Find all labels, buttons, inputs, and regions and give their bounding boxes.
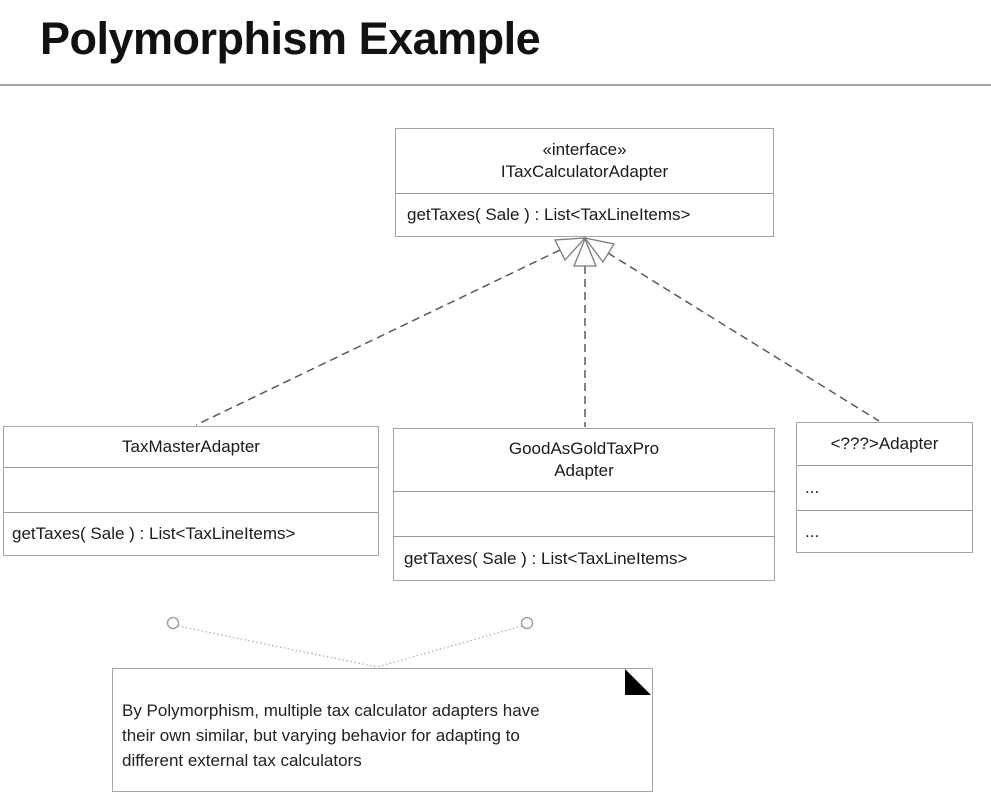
uml-note: By Polymorphism, multiple tax calculator…	[112, 668, 653, 792]
note-text-line: their own similar, but varying behavior …	[122, 726, 520, 745]
class-name-line1: GoodAsGoldTaxPro	[508, 439, 660, 458]
realization-arrowhead-icon	[553, 237, 587, 262]
note-anchor-circle-icon	[166, 616, 180, 630]
interface-stereotype: «interface»	[542, 140, 627, 159]
note-anchor-line-left	[177, 625, 378, 668]
interface-method: getTaxes( Sale ) : List<TaxLineItems>	[407, 205, 691, 224]
class-method: getTaxes( Sale ) : List<TaxLineItems>	[404, 548, 688, 568]
class-name-compartment: GoodAsGoldTaxPro Adapter	[394, 429, 774, 491]
realization-line-taxmasteradapter	[195, 249, 561, 426]
attribute-compartment	[4, 467, 378, 512]
interface-name: ITaxCalculatorAdapter	[500, 162, 669, 181]
title-divider-line	[0, 84, 991, 86]
method-compartment: getTaxes( Sale ) : List<TaxLineItems>	[4, 512, 378, 555]
class-name-compartment: «interface» ITaxCalculatorAdapter	[396, 129, 773, 193]
realization-arrowhead-icon	[573, 237, 597, 267]
class-method: getTaxes( Sale ) : List<TaxLineItems>	[12, 524, 296, 543]
method-compartment: getTaxes( Sale ) : List<TaxLineItems>	[394, 536, 774, 580]
class-name-line2: Adapter	[554, 461, 614, 480]
note-text-line: By Polymorphism, multiple tax calculator…	[122, 701, 540, 720]
method-compartment: getTaxes( Sale ) : List<TaxLineItems>	[396, 193, 773, 236]
class-name: <???>Adapter	[830, 434, 939, 453]
class-box-taxmasteradapter: TaxMasterAdapter getTaxes( Sale ) : List…	[3, 426, 379, 556]
realization-arrowhead-icon	[583, 237, 616, 264]
note-text-line: different external tax calculators	[122, 751, 362, 770]
class-attributes: ...	[805, 478, 820, 497]
attribute-compartment: ...	[797, 465, 972, 510]
class-box-unknown-adapter: <???>Adapter ... ...	[796, 422, 973, 553]
class-method: ...	[805, 521, 820, 541]
page-title: Polymorphism Example	[40, 13, 541, 64]
class-name: TaxMasterAdapter	[122, 437, 260, 456]
note-anchor-circle-icon	[520, 616, 534, 630]
class-name-compartment: <???>Adapter	[797, 423, 972, 465]
class-box-goodasgoldtaxpro-adapter: GoodAsGoldTaxPro Adapter getTaxes( Sale …	[393, 428, 775, 581]
method-compartment: ...	[797, 510, 972, 552]
attribute-compartment	[394, 491, 774, 536]
realization-line-unknown-adapter	[607, 252, 880, 422]
note-anchor-line-right	[376, 625, 523, 668]
class-name-compartment: TaxMasterAdapter	[4, 427, 378, 467]
class-box-itaxcalculatoradapter: «interface» ITaxCalculatorAdapter getTax…	[395, 128, 774, 237]
